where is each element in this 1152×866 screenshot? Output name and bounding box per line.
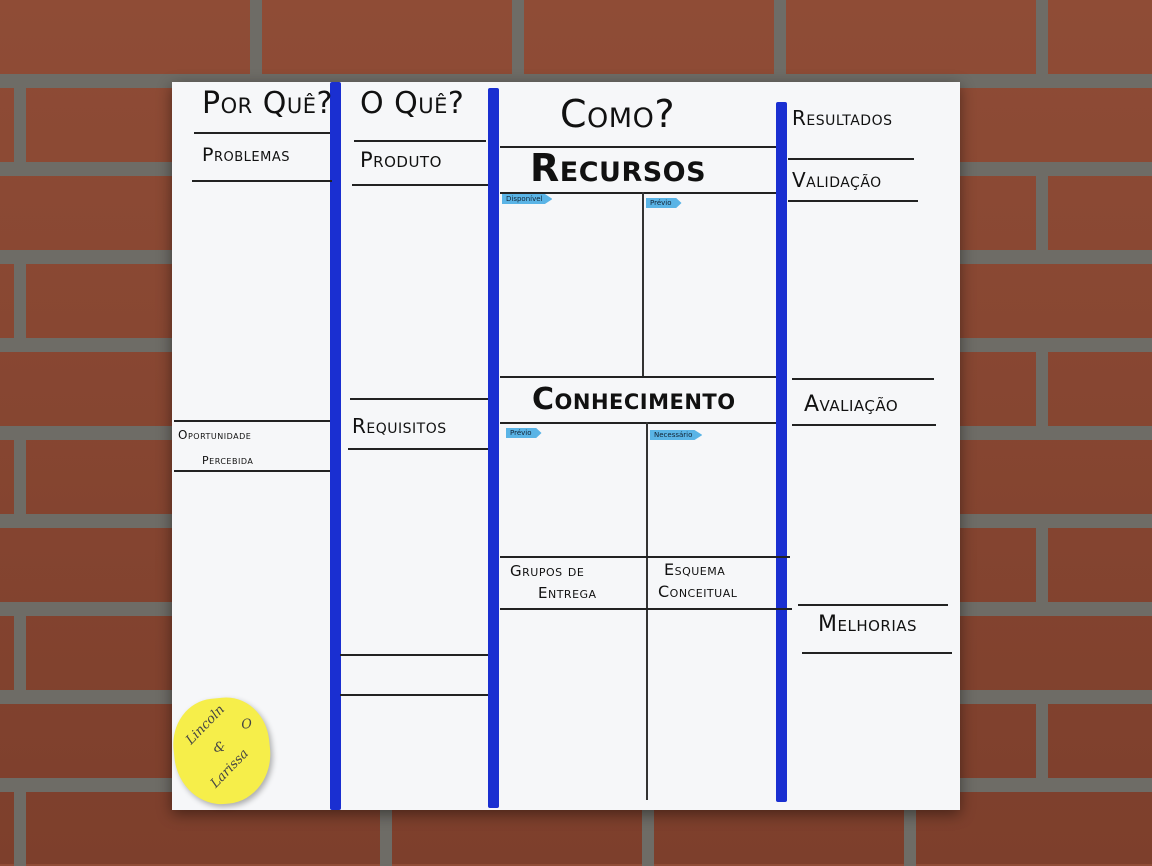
tag-previo-recursos: Prévio xyxy=(646,198,682,208)
blue-tape-divider xyxy=(488,88,499,808)
divider-line xyxy=(354,140,486,142)
tag-previo-conhecimento: Prévio xyxy=(506,428,542,438)
section-melhorias: Melhorias xyxy=(818,612,918,637)
section-recursos: Recursos xyxy=(530,146,707,190)
canvas-board: Por Quê? Problemas Oportunidade Percebid… xyxy=(168,82,960,810)
divider-line xyxy=(500,556,790,558)
section-oportunidade-line1: Oportunidade xyxy=(178,428,252,442)
divider-line xyxy=(792,378,934,380)
section-oportunidade-line2: Percebida xyxy=(202,454,254,467)
divider-line xyxy=(788,200,918,202)
section-conhecimento: Conhecimento xyxy=(532,382,736,417)
divider-line xyxy=(500,376,776,378)
blue-tape-divider xyxy=(330,82,341,810)
divider-line xyxy=(500,192,776,194)
divider-line xyxy=(192,180,332,182)
divider-line xyxy=(174,470,330,472)
section-requisitos: Requisitos xyxy=(352,414,447,438)
section-avaliacao: Avaliação xyxy=(804,392,899,417)
divider-line xyxy=(500,146,776,148)
header-resultados: Resultados xyxy=(792,106,893,130)
divider-line xyxy=(802,652,952,654)
divider-line xyxy=(500,422,776,424)
section-esquema-line2: Conceitual xyxy=(658,582,738,601)
sticky-note: Lincoln & Larissa O xyxy=(168,693,276,809)
header-por-que: Por Quê? xyxy=(202,86,333,121)
divider-line xyxy=(646,422,648,800)
divider-line xyxy=(340,694,488,696)
divider-line xyxy=(194,132,330,134)
sticky-note-side: O xyxy=(240,716,253,733)
divider-line xyxy=(798,604,948,606)
divider-line xyxy=(350,398,488,400)
tag-disponivel: Disponível xyxy=(502,194,553,204)
section-produto: Produto xyxy=(360,148,442,172)
section-esquema-line1: Esquema xyxy=(664,560,726,579)
section-grupos-line2: Entrega xyxy=(538,584,597,602)
divider-line xyxy=(642,192,644,378)
divider-line xyxy=(340,654,488,656)
divider-line xyxy=(352,184,488,186)
tag-necessario: Necessário xyxy=(650,430,703,440)
brick-course xyxy=(0,0,1152,74)
sticky-note-line2: & xyxy=(212,739,226,756)
divider-line xyxy=(174,420,330,422)
divider-line xyxy=(500,608,792,610)
section-validacao: Validação xyxy=(792,168,882,192)
divider-line xyxy=(792,424,936,426)
header-o-que: O Quê? xyxy=(360,86,465,121)
divider-line xyxy=(348,448,488,450)
header-como: Como? xyxy=(560,92,676,136)
section-grupos-line1: Grupos de xyxy=(510,562,585,580)
divider-line xyxy=(788,158,914,160)
blue-tape-divider xyxy=(776,102,787,802)
section-problemas: Problemas xyxy=(202,144,290,166)
